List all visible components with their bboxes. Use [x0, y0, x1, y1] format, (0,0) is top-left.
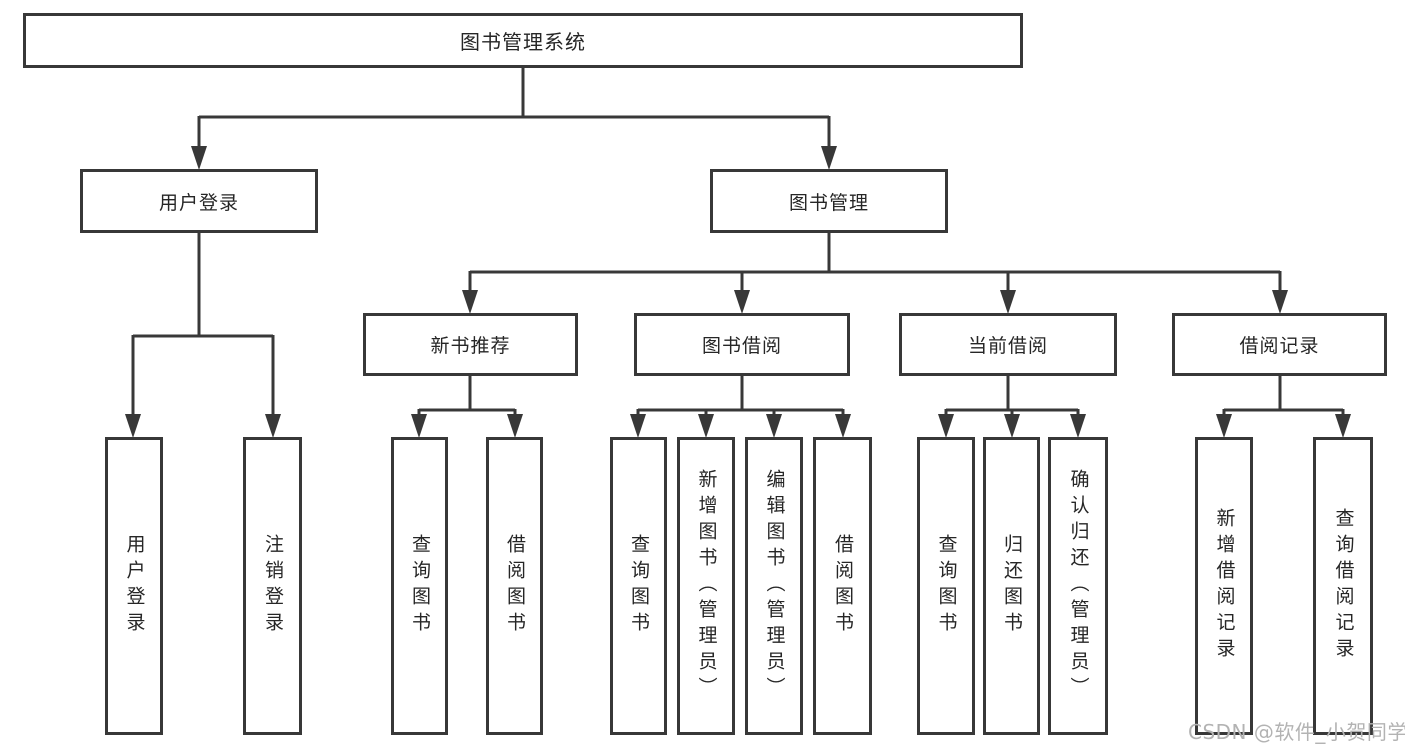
node-label: 图书管理 — [788, 191, 869, 214]
leaf-label: 借阅图书 — [504, 534, 526, 638]
node-label: 当前借阅 — [967, 335, 1048, 357]
csdn-watermark: CSDN @软件_小贺同学 — [1188, 720, 1405, 744]
leaf-label: 注销登录 — [262, 534, 284, 638]
leaf-query-books-2: 查询图书 — [610, 437, 667, 735]
leaf-label: 查询借阅记录 — [1332, 508, 1355, 664]
leaf-logout: 注销登录 — [243, 437, 302, 735]
node-label: 用户登录 — [158, 191, 239, 214]
leaf-query-books-1: 查询图书 — [391, 437, 448, 735]
leaf-borrow-books-2: 借阅图书 — [813, 437, 872, 735]
leaf-add-books-admin: 新增图书（管理员） — [677, 437, 735, 735]
leaf-label: 查询图书 — [628, 534, 650, 638]
leaf-query-borrow-record: 查询借阅记录 — [1313, 437, 1373, 735]
leaf-edit-books-admin: 编辑图书（管理员） — [745, 437, 803, 735]
node-label: 图书借阅 — [701, 335, 782, 357]
leaf-borrow-books-1: 借阅图书 — [486, 437, 543, 735]
node-user-login-group: 用户登录 — [80, 169, 318, 233]
node-book-borrowing: 图书借阅 — [634, 313, 850, 376]
node-library-management-system: 图书管理系统 — [23, 13, 1023, 68]
leaf-confirm-return-admin: 确认归还（管理员） — [1048, 437, 1108, 735]
leaf-label: 新增图书（管理员） — [695, 469, 718, 703]
leaf-label: 用户登录 — [123, 534, 146, 638]
node-borrowing-records: 借阅记录 — [1172, 313, 1387, 376]
leaf-label: 确认归还（管理员） — [1067, 469, 1090, 703]
leaf-query-books-3: 查询图书 — [917, 437, 975, 735]
node-label: 借阅记录 — [1239, 335, 1320, 357]
leaf-label: 查询图书 — [409, 534, 431, 638]
leaf-label: 编辑图书（管理员） — [763, 469, 786, 703]
leaf-user-login: 用户登录 — [105, 437, 163, 735]
leaf-return-books: 归还图书 — [983, 437, 1040, 735]
node-label: 新书推荐 — [430, 335, 511, 357]
leaf-add-borrow-record: 新增借阅记录 — [1195, 437, 1253, 735]
leaf-label: 归还图书 — [1001, 534, 1023, 638]
node-book-management: 图书管理 — [710, 169, 948, 233]
node-current-borrowing: 当前借阅 — [899, 313, 1117, 376]
leaf-label: 借阅图书 — [832, 534, 854, 638]
leaf-label: 新增借阅记录 — [1213, 508, 1236, 664]
node-label: 图书管理系统 — [460, 30, 586, 54]
arrowhead-icons — [125, 146, 1351, 438]
node-new-book-recommendation: 新书推荐 — [363, 313, 578, 376]
leaf-label: 查询图书 — [935, 534, 958, 638]
